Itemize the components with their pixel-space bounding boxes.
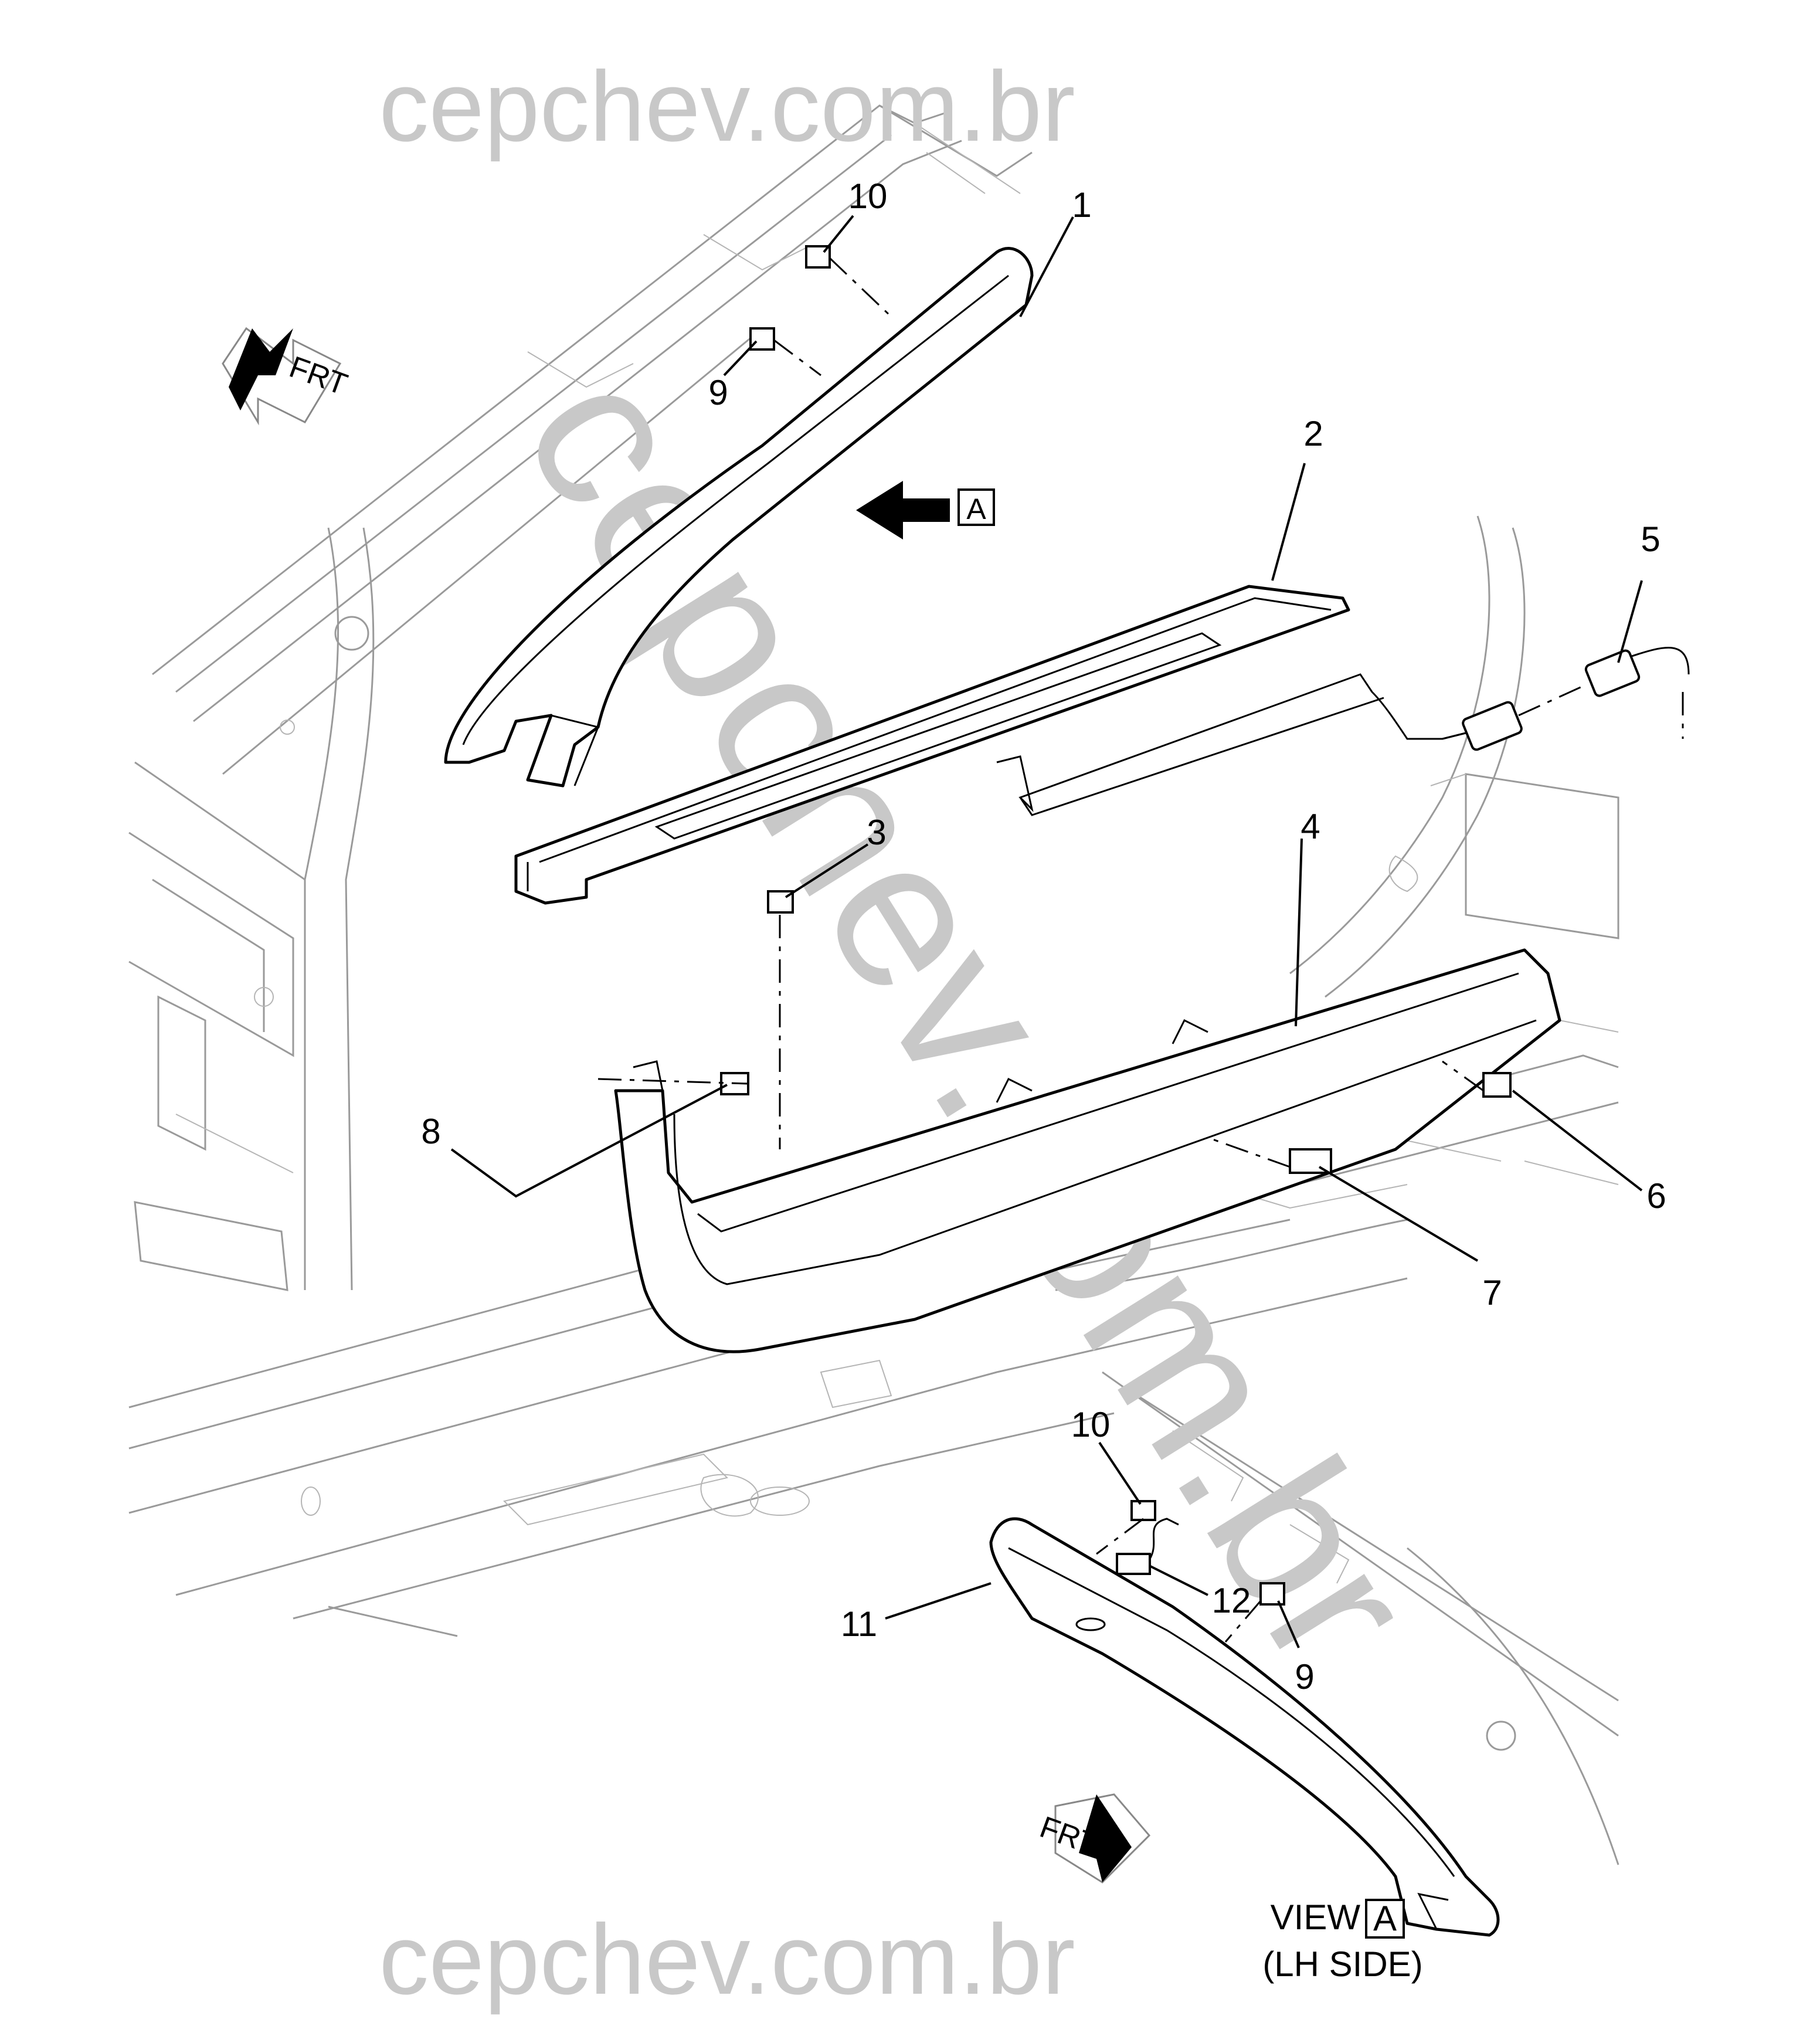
clip-9-lower	[1259, 1582, 1285, 1606]
callout-11: 11	[841, 1604, 877, 1644]
part-1-windshield-pillar-garnish	[444, 247, 1034, 788]
callout-1: 1	[1072, 185, 1091, 225]
callout-7: 7	[1482, 1273, 1502, 1312]
part-11-lh-pillar-garnish	[989, 1517, 1500, 1937]
clips	[720, 245, 1512, 1606]
leader-lines	[450, 215, 1643, 1648]
callout-4: 4	[1301, 807, 1320, 846]
callout-3: 3	[867, 813, 886, 852]
callout-10-lower: 10	[1071, 1405, 1111, 1444]
callout-6: 6	[1646, 1176, 1666, 1216]
front-arrow-upper: FRT	[222, 327, 352, 426]
callout-numbers: 1 2 3 4 5 6 7 8 9 9 10 10 11 12	[421, 177, 1666, 1696]
callout-10-upper: 10	[848, 177, 888, 216]
clip-10-upper	[805, 245, 831, 269]
callout-5: 5	[1641, 520, 1660, 559]
part-5-connector	[1442, 647, 1690, 751]
clip-3	[767, 890, 794, 914]
callout-8: 8	[421, 1112, 440, 1151]
view-a-box-label: A	[966, 493, 986, 525]
callout-12: 12	[1212, 1581, 1251, 1620]
watermark-bottom: cepchev.com.br	[379, 1904, 1075, 2015]
view-caption: VIEW A (LH SIDE)	[1262, 1898, 1422, 1984]
view-caption-side: (LH SIDE)	[1262, 1944, 1422, 1984]
clip-9-upper	[749, 327, 775, 351]
view-caption-word: VIEW	[1271, 1898, 1361, 1937]
connector-12	[1116, 1553, 1151, 1575]
view-a-arrow: A	[856, 481, 995, 539]
callout-9-upper: 9	[708, 373, 728, 412]
callout-2: 2	[1303, 414, 1323, 453]
front-arrow-lower: FRT	[1035, 1793, 1151, 1884]
view-caption-box: A	[1373, 1899, 1397, 1938]
watermark-top: cepchev.com.br	[379, 51, 1075, 162]
clip-6	[1482, 1072, 1512, 1098]
callout-9-lower: 9	[1295, 1657, 1314, 1696]
part-2-front-sill-plate	[514, 585, 1466, 905]
attachment-lines	[597, 257, 1484, 1642]
part-4-rocker-panel	[614, 948, 1561, 1353]
clip-10-lower	[1130, 1500, 1156, 1521]
